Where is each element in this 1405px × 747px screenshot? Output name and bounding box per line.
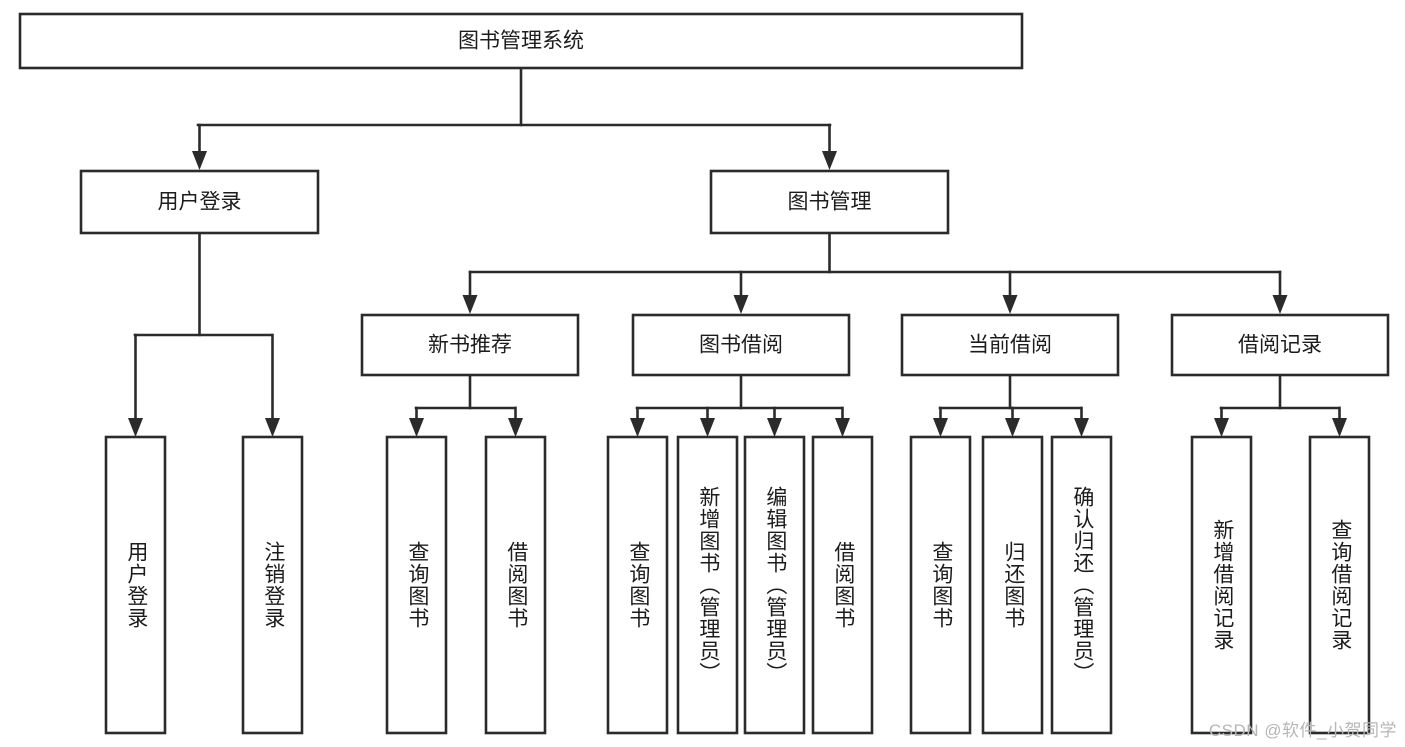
node-box-leaf-user-login[interactable]: [104, 435, 167, 735]
arrow-head-icon: [835, 418, 850, 437]
node-box-leaf-query-book-current[interactable]: [909, 435, 972, 735]
arrow-head-icon: [1002, 295, 1018, 314]
node-box-leaf-edit-book-admin[interactable]: [743, 435, 806, 735]
boxes-layer: [18, 12, 1390, 735]
node-label-new-book-recommend: 新书推荐: [428, 334, 512, 357]
arrow-head-icon: [128, 418, 143, 437]
arrow-head-icon: [822, 151, 837, 170]
node-box-book-borrow[interactable]: [631, 313, 851, 377]
arrow-head-icon: [508, 418, 523, 437]
node-box-leaf-logout-login[interactable]: [241, 435, 304, 735]
node-box-leaf-borrow-book[interactable]: [811, 435, 874, 735]
node-box-leaf-add-borrow-record[interactable]: [1190, 435, 1253, 735]
arrow-head-icon: [1074, 418, 1089, 437]
arrow-head-icon: [1332, 418, 1347, 437]
node-box-borrow-record[interactable]: [1170, 313, 1390, 377]
node-box-leaf-borrow-book-recommend[interactable]: [484, 435, 547, 735]
connectors-layer: [128, 66, 1347, 437]
node-box-leaf-return-book[interactable]: [981, 435, 1044, 735]
arrow-head-icon: [933, 418, 948, 437]
arrow-head-icon: [1214, 418, 1229, 437]
arrow-head-icon: [1272, 295, 1288, 314]
node-label-current-borrow: 当前借阅: [968, 334, 1052, 357]
arrow-head-icon: [630, 418, 645, 437]
node-box-leaf-add-book-admin[interactable]: [676, 435, 739, 735]
node-label-book-manage: 图书管理: [788, 191, 872, 214]
arrow-head-icon: [265, 418, 280, 437]
arrow-head-icon: [700, 418, 715, 437]
node-box-book-manage[interactable]: [709, 169, 950, 235]
arrow-head-icon: [409, 418, 424, 437]
node-box-leaf-query-borrow-record[interactable]: [1308, 435, 1371, 735]
arrow-head-icon: [767, 418, 782, 437]
csdn-watermark: CSDN @软件_小贺同学: [1208, 721, 1397, 740]
node-label-book-borrow: 图书借阅: [699, 334, 783, 357]
node-label-root: 图书管理系统: [458, 30, 584, 53]
arrow-head-icon: [192, 151, 207, 170]
node-label-user-login: 用户登录: [158, 191, 242, 214]
arrow-head-icon: [733, 295, 749, 314]
node-box-leaf-query-book-recommend[interactable]: [385, 435, 448, 735]
node-box-new-book-recommend[interactable]: [360, 313, 580, 377]
node-box-leaf-confirm-return-admin[interactable]: [1050, 435, 1113, 735]
arrow-head-icon: [462, 295, 478, 314]
node-box-current-borrow[interactable]: [900, 313, 1120, 377]
node-box-user-login[interactable]: [79, 169, 320, 235]
node-label-borrow-record: 借阅记录: [1238, 334, 1322, 357]
node-box-root[interactable]: [18, 12, 1024, 70]
node-box-leaf-query-book-borrow[interactable]: [606, 435, 669, 735]
arrow-head-icon: [1005, 418, 1020, 437]
